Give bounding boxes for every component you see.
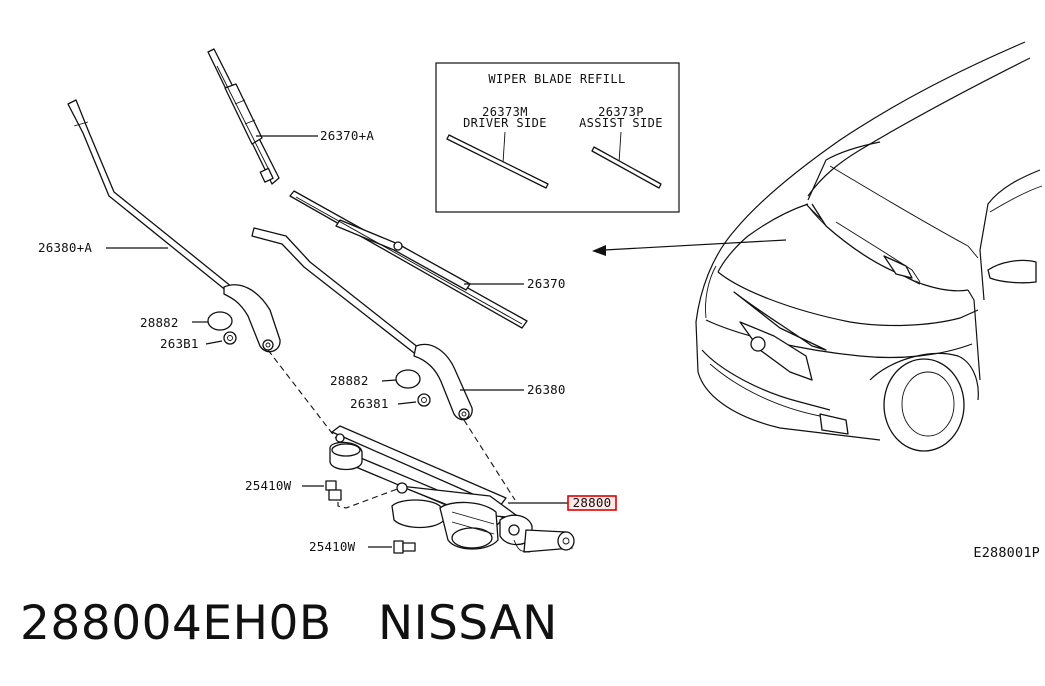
callout-blade-assist: 26370 xyxy=(527,276,566,291)
callout-arm-assist: 26380 xyxy=(527,382,566,397)
assembly-line-driver xyxy=(267,349,346,451)
driver-blade xyxy=(207,48,280,185)
assembly-line-bolt xyxy=(337,487,401,509)
pivot-cap-icon xyxy=(207,311,233,331)
refill-box: WIPER BLADE REFILL 26373M DRIVER SIDE 26… xyxy=(435,62,680,213)
driver-refill-strip xyxy=(446,134,549,189)
diagram-code: E288001P xyxy=(973,545,1040,561)
caption-brand: NISSAN xyxy=(377,596,558,651)
refill-box-title: WIPER BLADE REFILL xyxy=(488,72,625,86)
assist-blade xyxy=(289,190,528,329)
pivot-nut-icon-2 xyxy=(417,393,431,407)
callout-cap-1: 28882 xyxy=(140,315,179,330)
callout-blade-driver: 26370+A xyxy=(320,128,374,143)
callout-cap-2: 28882 xyxy=(330,373,369,388)
caption-part-number: 288004EH0B xyxy=(20,596,332,651)
refill-driver-code: 26373M xyxy=(482,105,528,119)
refill-assist-code: 26373P xyxy=(598,105,644,119)
part-caption: 288004EH0B NISSAN xyxy=(20,596,558,651)
highlight-box xyxy=(567,495,617,511)
bolt-icon xyxy=(325,480,342,501)
vehicle-arrow-shaft xyxy=(603,239,787,251)
assist-refill-strip xyxy=(591,146,662,189)
pivot-cap-icon-2 xyxy=(395,369,421,389)
refill-driver-label: DRIVER SIDE xyxy=(463,116,547,130)
callout-bolt-1: 25410W xyxy=(245,478,292,493)
refill-assist-label: ASSIST SIDE xyxy=(579,116,663,130)
callout-nut-1: 263B1 xyxy=(160,336,199,351)
assist-arm xyxy=(251,227,473,421)
arrow-head-icon xyxy=(592,245,606,256)
callout-linkage-assembly: 28800 xyxy=(573,495,612,510)
bolt-icon-2 xyxy=(393,540,416,554)
vehicle-outline xyxy=(695,41,1043,452)
callout-nut-2: 26381 xyxy=(350,396,389,411)
assembly-line-assist xyxy=(463,419,516,501)
callout-bolt-2: 25410W xyxy=(309,539,356,554)
callout-arm-driver: 26380+A xyxy=(38,240,92,255)
pivot-nut-icon xyxy=(223,331,237,345)
refill-box-frame xyxy=(435,62,680,213)
wiper-linkage-motor xyxy=(329,425,575,553)
driver-arm xyxy=(67,99,281,353)
